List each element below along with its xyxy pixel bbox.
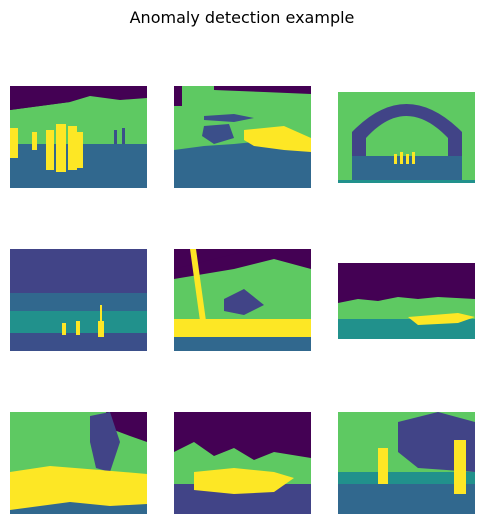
segmentation-panel-r1c1 (10, 86, 147, 188)
segmentation-panel-r3c1 (10, 412, 147, 514)
figure-title: Anomaly detection example (129, 8, 355, 27)
segmentation-panel-r3c3 (338, 412, 475, 514)
segmentation-panel-r2c1 (10, 249, 147, 351)
segmentation-panel-r1c2 (174, 86, 311, 188)
segmentation-panel-r2c2 (174, 249, 311, 351)
segmentation-panel-r3c2 (174, 412, 311, 514)
segmentation-panel-r2c3 (338, 263, 475, 339)
segmentation-panel-r1c3 (338, 92, 475, 183)
